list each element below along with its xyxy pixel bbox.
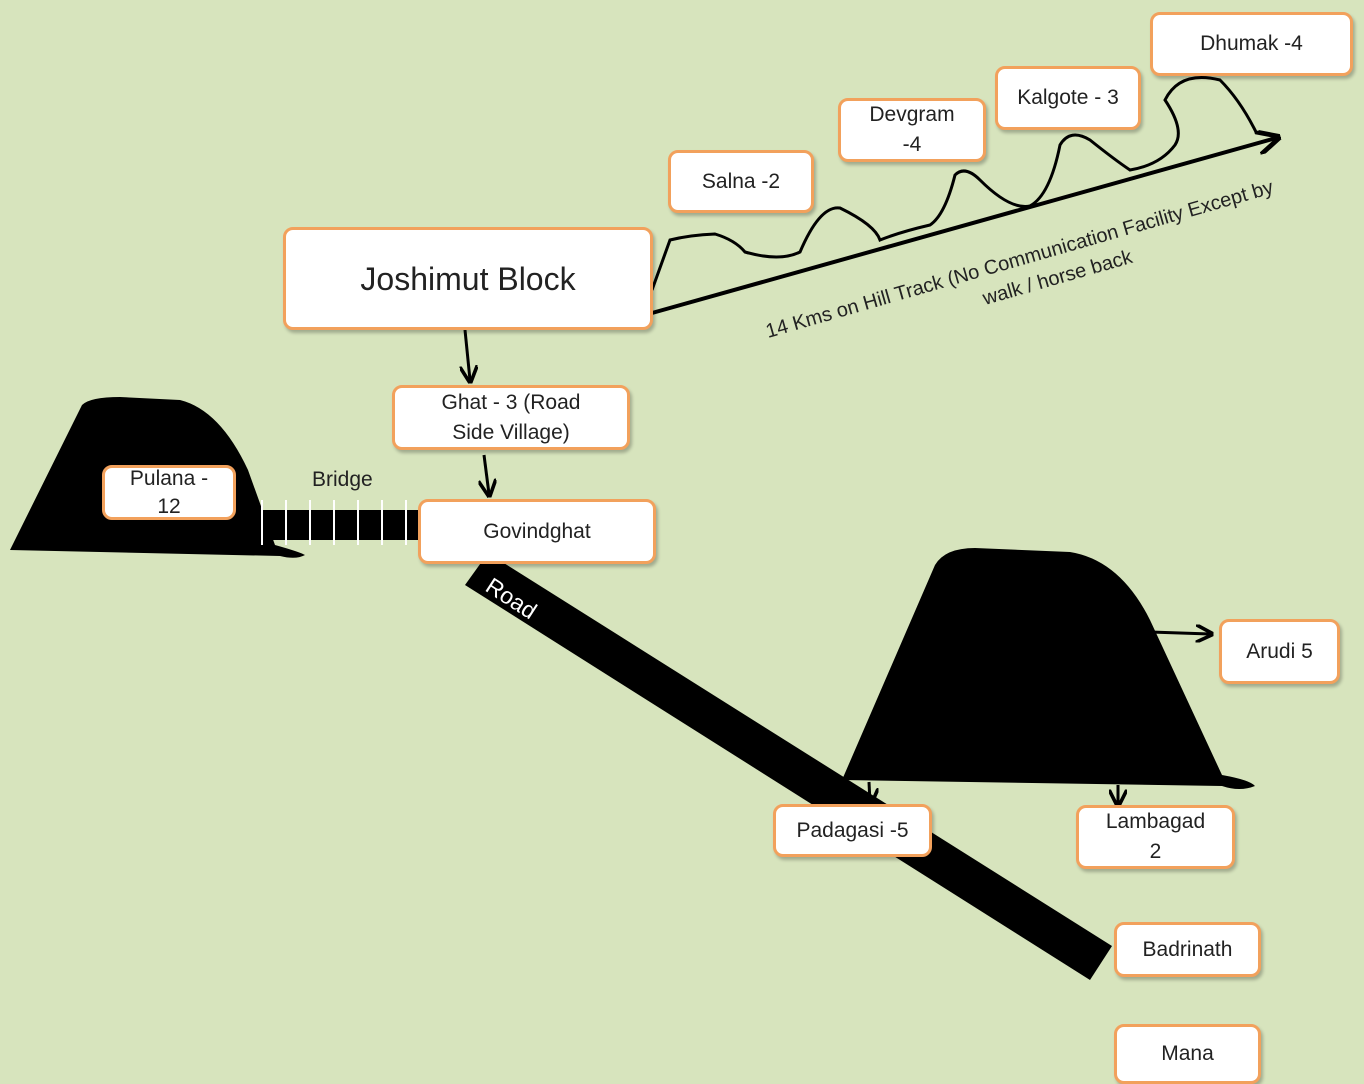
arrow-hill-to-arudi — [1149, 632, 1210, 634]
road — [465, 553, 1112, 980]
bridge — [261, 500, 434, 545]
ghat-box: Ghat - 3 (Road Side Village) — [392, 385, 630, 450]
dhumak-label: Dhumak -4 — [1200, 32, 1303, 55]
bridge-label: Bridge — [312, 468, 373, 491]
salna-label: Salna -2 — [701, 169, 781, 193]
arrow-block-to-ghat — [465, 329, 470, 380]
padagasi-box: Padagasi -5 — [773, 804, 932, 857]
hill-track-wavy-path — [650, 76, 1258, 291]
pulana-box: Pulana - 12 — [102, 465, 236, 520]
joshimut-block-label: Joshimut Block — [360, 260, 576, 297]
mana-box: Mana — [1114, 1024, 1261, 1084]
right-hill — [842, 548, 1255, 789]
mana-label: Mana — [1161, 1042, 1214, 1065]
arudi-label: Arudi 5 — [1246, 639, 1313, 663]
kalgote-box: Kalgote - 3 — [995, 66, 1141, 130]
hill-track-arrow — [651, 138, 1276, 315]
govindghat-label: Govindghat — [483, 519, 591, 543]
badrinath-box: Badrinath — [1114, 922, 1261, 977]
kalgote-label: Kalgote - 3 — [1017, 86, 1119, 109]
ghat-label: Ghat - 3 (Road Side Village) — [441, 390, 581, 444]
joshimut-block-box: Joshimut Block — [283, 227, 653, 330]
arrow-ghat-to-govindghat — [484, 454, 489, 494]
badrinath-label: Badrinath — [1142, 937, 1233, 961]
arrow-hill-to-padagasi — [869, 781, 870, 803]
devgram-box: Devgram -4 — [838, 98, 986, 162]
govindghat-box: Govindghat — [418, 499, 656, 564]
devgram-label: Devgram -4 — [869, 103, 955, 156]
salna-box: Salna -2 — [668, 150, 814, 213]
pulana-label: Pulana - 12 — [129, 466, 209, 518]
lambagad-box: Lambagad 2 — [1076, 805, 1235, 869]
lambagad-label: Lambagad 2 — [1105, 810, 1206, 863]
arudi-box: Arudi 5 — [1219, 619, 1340, 684]
padagasi-label: Padagasi -5 — [796, 818, 909, 842]
dhumak-box: Dhumak -4 — [1150, 12, 1353, 76]
